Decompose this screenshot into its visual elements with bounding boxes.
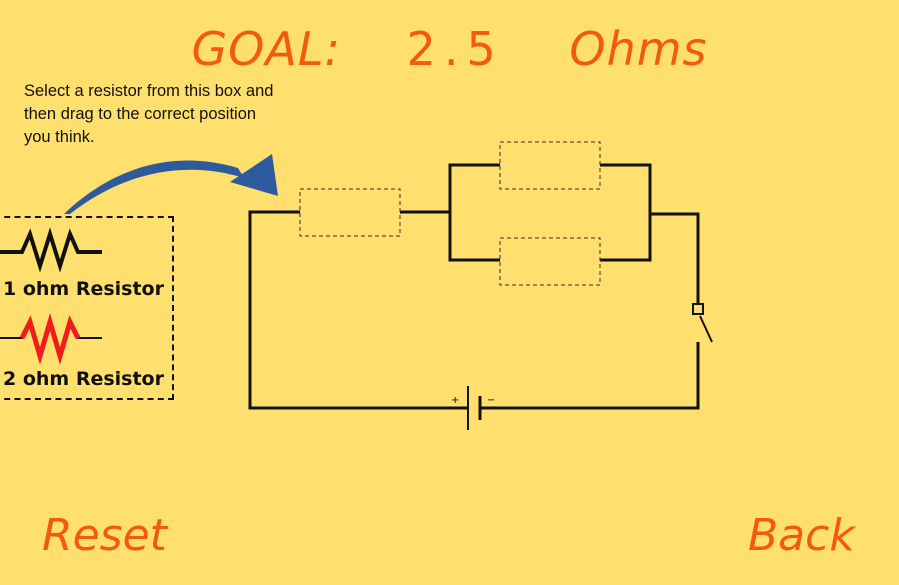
goal-unit: Ohms (569, 22, 708, 76)
goal-title: GOAL: 2.5 Ohms (0, 22, 899, 76)
goal-value: 2.5 (406, 22, 504, 76)
instruction-text: Select a resistor from this box and then… (24, 82, 274, 146)
battery-plus-label: + (451, 395, 459, 406)
resistor-slot-series[interactable] (299, 188, 401, 237)
goal-label: GOAL: (191, 22, 341, 76)
resistor-1-ohm-label: 1 ohm Resistor (3, 278, 164, 300)
switch-icon[interactable] (692, 303, 713, 343)
curved-arrow-icon (64, 154, 278, 214)
resistor-slot-parallel-top[interactable] (499, 141, 601, 190)
resistor-2-ohm-option[interactable]: 2 ohm Resistor (0, 310, 174, 396)
resistor-slot-parallel-bottom[interactable] (499, 237, 601, 286)
black-resistor-icon (0, 227, 102, 272)
resistor-1-ohm-option[interactable]: 1 ohm Resistor (0, 222, 174, 308)
battery-minus-label: − (487, 395, 495, 406)
battery-icon: + − (451, 386, 495, 430)
back-button[interactable]: Back (748, 510, 855, 561)
red-resistor-icon (0, 313, 102, 364)
resistor-2-ohm-label: 2 ohm Resistor (3, 368, 164, 390)
resistor-palette: 1 ohm Resistor 2 ohm Resistor (0, 216, 174, 400)
circuit-wires (248, 163, 700, 410)
reset-button[interactable]: Reset (42, 510, 167, 561)
